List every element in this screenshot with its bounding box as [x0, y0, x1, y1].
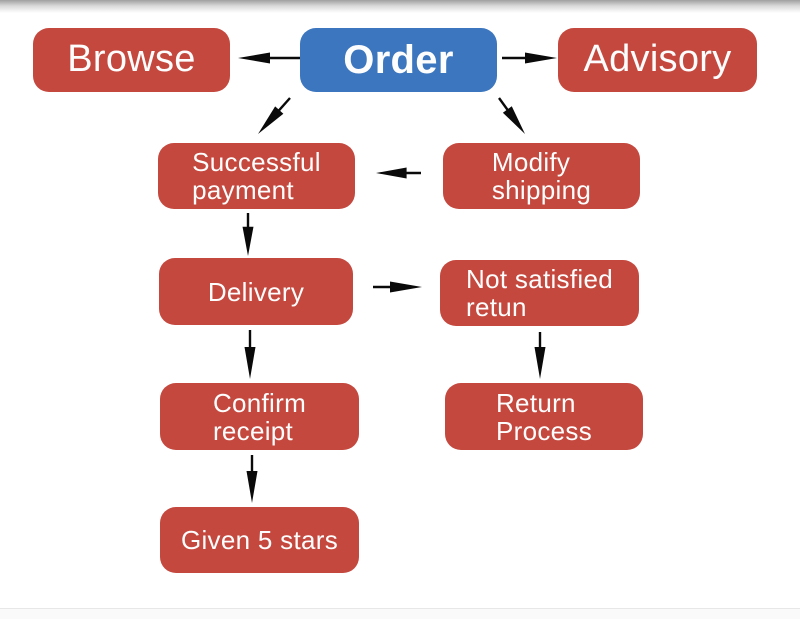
node-browse: Browse — [33, 28, 230, 92]
node-label-line: shipping — [491, 175, 592, 205]
node-label: Browse — [67, 38, 196, 82]
node-label: Advisory — [583, 38, 731, 82]
node-given-5-stars: Given 5 stars — [160, 507, 359, 573]
node-label-line: Return — [495, 387, 576, 418]
arrow-delivery-to-confirm-receipt — [244, 330, 256, 379]
node-label-line: Process — [495, 415, 593, 446]
node-order: Order — [300, 28, 497, 92]
node-label-line: Not satisfied — [466, 264, 613, 294]
node-label-line: Advisory — [583, 38, 732, 81]
node-label-line: payment — [192, 175, 294, 205]
node-label-line: Browse — [67, 38, 196, 81]
arrow-order-to-browse — [238, 52, 300, 64]
node-label: Delivery — [208, 278, 304, 306]
arrow-order-to-advisory — [502, 52, 557, 64]
arrow-modify-shipping-to-successful-payment — [376, 167, 421, 179]
top-gradient-bar — [0, 0, 800, 13]
node-label: Order — [343, 37, 453, 83]
arrow-order-to-modify-shipping — [498, 97, 525, 134]
node-label-line: Successful — [192, 147, 321, 177]
bottom-edge-bar — [0, 608, 800, 619]
arrow-delivery-to-not-satisfied-return — [373, 281, 422, 293]
node-label-line: Confirm — [212, 387, 307, 418]
node-label-line: Given 5 stars — [180, 525, 339, 555]
node-delivery: Delivery — [159, 258, 353, 325]
node-label-line: Order — [343, 38, 454, 82]
node-label: Given 5 stars — [181, 526, 338, 554]
node-label-line: Delivery — [207, 276, 305, 307]
node-label-line: Modify — [491, 147, 571, 177]
arrow-not-satisfied-return-to-return-process — [534, 332, 546, 379]
arrow-confirm-receipt-to-given-5-stars — [246, 455, 258, 503]
arrow-successful-payment-to-delivery — [242, 213, 254, 256]
node-label-line: receipt — [212, 415, 294, 446]
arrow-order-to-successful-payment — [258, 97, 291, 134]
node-advisory: Advisory — [558, 28, 757, 92]
node-label-line: retun — [466, 292, 527, 322]
